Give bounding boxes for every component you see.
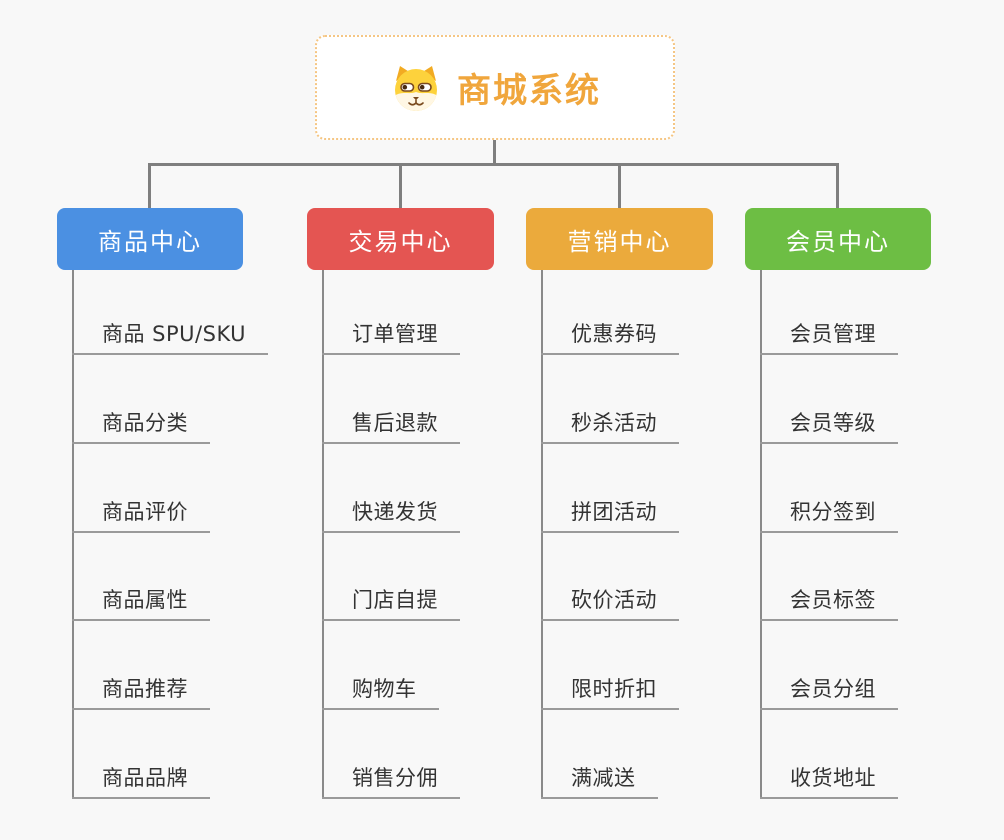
tree-node[interactable]: 商品 SPU/SKU bbox=[72, 321, 269, 355]
connector-drop-products bbox=[148, 163, 151, 209]
tree-node[interactable]: 销售分佣 bbox=[322, 765, 460, 799]
dog-face-icon bbox=[395, 65, 437, 111]
connector-drop-trade bbox=[399, 163, 402, 209]
branch-node-trade[interactable]: 交易中心 bbox=[307, 208, 494, 270]
tree-node[interactable]: 秒杀活动 bbox=[541, 410, 679, 444]
branch-tree-marketing: 优惠券码 秒杀活动 拼团活动 砍价活动 限时折扣 满减送 bbox=[541, 270, 773, 799]
tree-node[interactable]: 售后退款 bbox=[322, 410, 460, 444]
tree-node[interactable]: 商品分类 bbox=[72, 410, 210, 444]
tree-node[interactable]: 会员标签 bbox=[760, 587, 898, 621]
tree-node[interactable]: 会员分组 bbox=[760, 676, 898, 710]
branch-node-products[interactable]: 商品中心 bbox=[57, 208, 243, 270]
branch-tree-trade: 订单管理 售后退款 快递发货 门店自提 购物车 销售分佣 bbox=[322, 270, 554, 799]
connector-root-drop bbox=[493, 140, 496, 166]
tree-node[interactable]: 优惠券码 bbox=[541, 321, 679, 355]
tree-node[interactable]: 积分签到 bbox=[760, 499, 898, 533]
branch-node-marketing[interactable]: 营销中心 bbox=[526, 208, 713, 270]
tree-node[interactable]: 拼团活动 bbox=[541, 499, 679, 533]
branch-tree-members: 会员管理 会员等级 积分签到 会员标签 会员分组 收货地址 bbox=[760, 270, 992, 799]
tree-node[interactable]: 满减送 bbox=[541, 765, 658, 799]
tree-node[interactable]: 商品评价 bbox=[72, 499, 210, 533]
tree-node[interactable]: 快递发货 bbox=[322, 499, 460, 533]
tree-node[interactable]: 会员管理 bbox=[760, 321, 898, 355]
tree-node[interactable]: 限时折扣 bbox=[541, 676, 679, 710]
tree-node[interactable]: 门店自提 bbox=[322, 587, 460, 621]
connector-drop-marketing bbox=[618, 163, 621, 209]
connector-horizontal bbox=[149, 163, 839, 166]
branch-tree-products: 商品 SPU/SKU 商品分类 商品评价 商品属性 商品推荐 商品品牌 bbox=[72, 270, 304, 799]
root-title: 商城系统 bbox=[457, 71, 601, 111]
tree-node[interactable]: 收货地址 bbox=[760, 765, 898, 799]
tree-node[interactable]: 会员等级 bbox=[760, 410, 898, 444]
tree-node[interactable]: 商品属性 bbox=[72, 587, 210, 621]
tree-node[interactable]: 砍价活动 bbox=[541, 587, 679, 621]
tree-node[interactable]: 购物车 bbox=[322, 676, 439, 710]
root-node[interactable]: 商城系统 bbox=[315, 35, 675, 140]
tree-node[interactable]: 商品品牌 bbox=[72, 765, 210, 799]
branch-node-members[interactable]: 会员中心 bbox=[745, 208, 931, 270]
connector-drop-members bbox=[836, 163, 839, 209]
tree-node[interactable]: 商品推荐 bbox=[72, 676, 210, 710]
tree-node[interactable]: 订单管理 bbox=[322, 321, 460, 355]
